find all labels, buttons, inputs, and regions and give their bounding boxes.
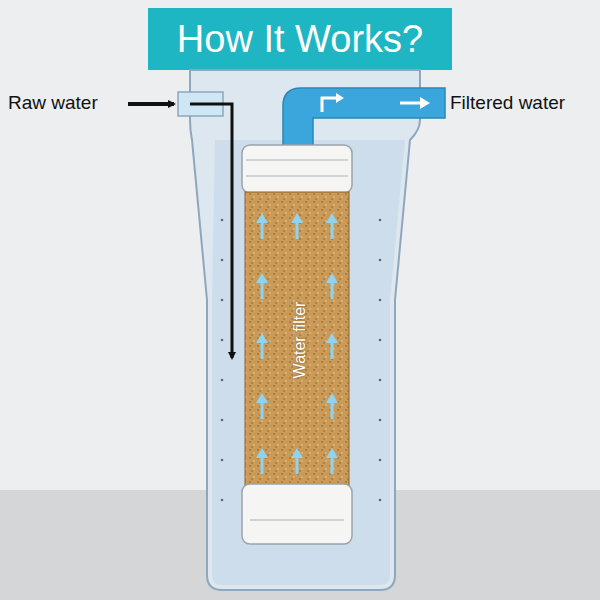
bottom-cap	[242, 484, 352, 544]
housing	[190, 70, 420, 590]
title-text: How It Works?	[177, 18, 423, 61]
outlet-label: Filtered water	[450, 92, 565, 114]
top-cap	[242, 145, 352, 193]
filter-media	[245, 192, 349, 486]
up-flow-arrows	[256, 213, 338, 474]
filter-label: Water filter	[291, 302, 309, 379]
outlet-pipe	[283, 88, 445, 150]
inlet-label: Raw water	[8, 92, 98, 114]
title-banner	[148, 8, 452, 70]
inflow-arrow	[128, 102, 174, 106]
flow-path-arrow	[190, 104, 232, 358]
